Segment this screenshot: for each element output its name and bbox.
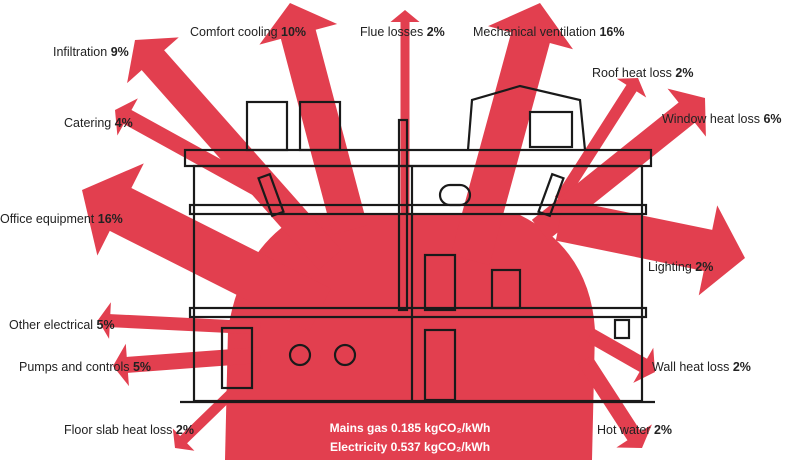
control-panel	[220, 326, 254, 390]
first-floor-slab	[188, 203, 648, 216]
arrow-comfort-cooling	[259, 3, 368, 235]
arrow-infiltration	[127, 37, 342, 270]
arrow-flue-losses	[390, 10, 420, 330]
filing-cabinet	[490, 268, 522, 310]
table	[438, 183, 472, 207]
label-flue-losses: Flue losses 2%	[360, 25, 445, 39]
energy-trunk	[225, 215, 595, 460]
label-lighting: Lighting 2%	[648, 260, 714, 274]
pump	[333, 343, 357, 367]
mains-gas-factor: Mains gas 0.185 kgCO₂/kWh	[329, 421, 491, 435]
pump	[288, 343, 312, 367]
carbon-factors: Mains gas 0.185 kgCO₂/kWh Electricity 0.…	[300, 419, 520, 457]
ground-floor-slab	[188, 306, 648, 319]
flue-pipe	[397, 118, 409, 312]
arrow-mechanical-ventilation	[450, 3, 573, 266]
arrow-floor-slab-heat-loss	[172, 376, 249, 451]
door	[423, 253, 457, 312]
label-pumps-and-controls: Pumps and controls 5%	[19, 360, 152, 374]
arrow-office-equipment	[82, 163, 331, 332]
light-fitting	[257, 172, 285, 218]
label-catering: Catering 4%	[64, 116, 133, 130]
roof-plant-room	[466, 84, 587, 151]
light-fitting	[537, 172, 565, 218]
arrow-catering	[115, 98, 264, 198]
door	[423, 328, 457, 402]
label-window-heat-loss: Window heat loss 6%	[662, 112, 782, 126]
roof-tank-2	[298, 100, 342, 152]
switch	[613, 318, 631, 340]
label-comfort-cooling: Comfort cooling 10%	[190, 25, 307, 39]
roof-tank-1	[245, 100, 289, 152]
arrow-pumps-and-controls	[113, 343, 261, 387]
arrow-other-electrical	[98, 302, 261, 339]
electricity-factor: Electricity 0.537 kgCO₂/kWh	[329, 440, 491, 454]
label-infiltration: Infiltration 9%	[53, 45, 129, 59]
label-floor-slab-heat-loss: Floor slab heat loss 2%	[64, 423, 194, 437]
arrow-wall-heat-loss	[586, 328, 655, 383]
louvre-vent	[528, 110, 574, 149]
arrow-lighting	[555, 199, 745, 296]
label-office-equipment: Office equipment 16%	[0, 212, 123, 226]
label-roof-heat-loss: Roof heat loss 2%	[592, 66, 694, 80]
label-wall-heat-loss: Wall heat loss 2%	[652, 360, 751, 374]
label-other-electrical: Other electrical 5%	[9, 318, 115, 332]
label-hot-water: Hot water 2%	[597, 423, 673, 437]
label-mechanical-ventilation: Mechanical ventilation 16%	[473, 25, 625, 39]
arrow-roof-heat-loss	[554, 78, 647, 204]
